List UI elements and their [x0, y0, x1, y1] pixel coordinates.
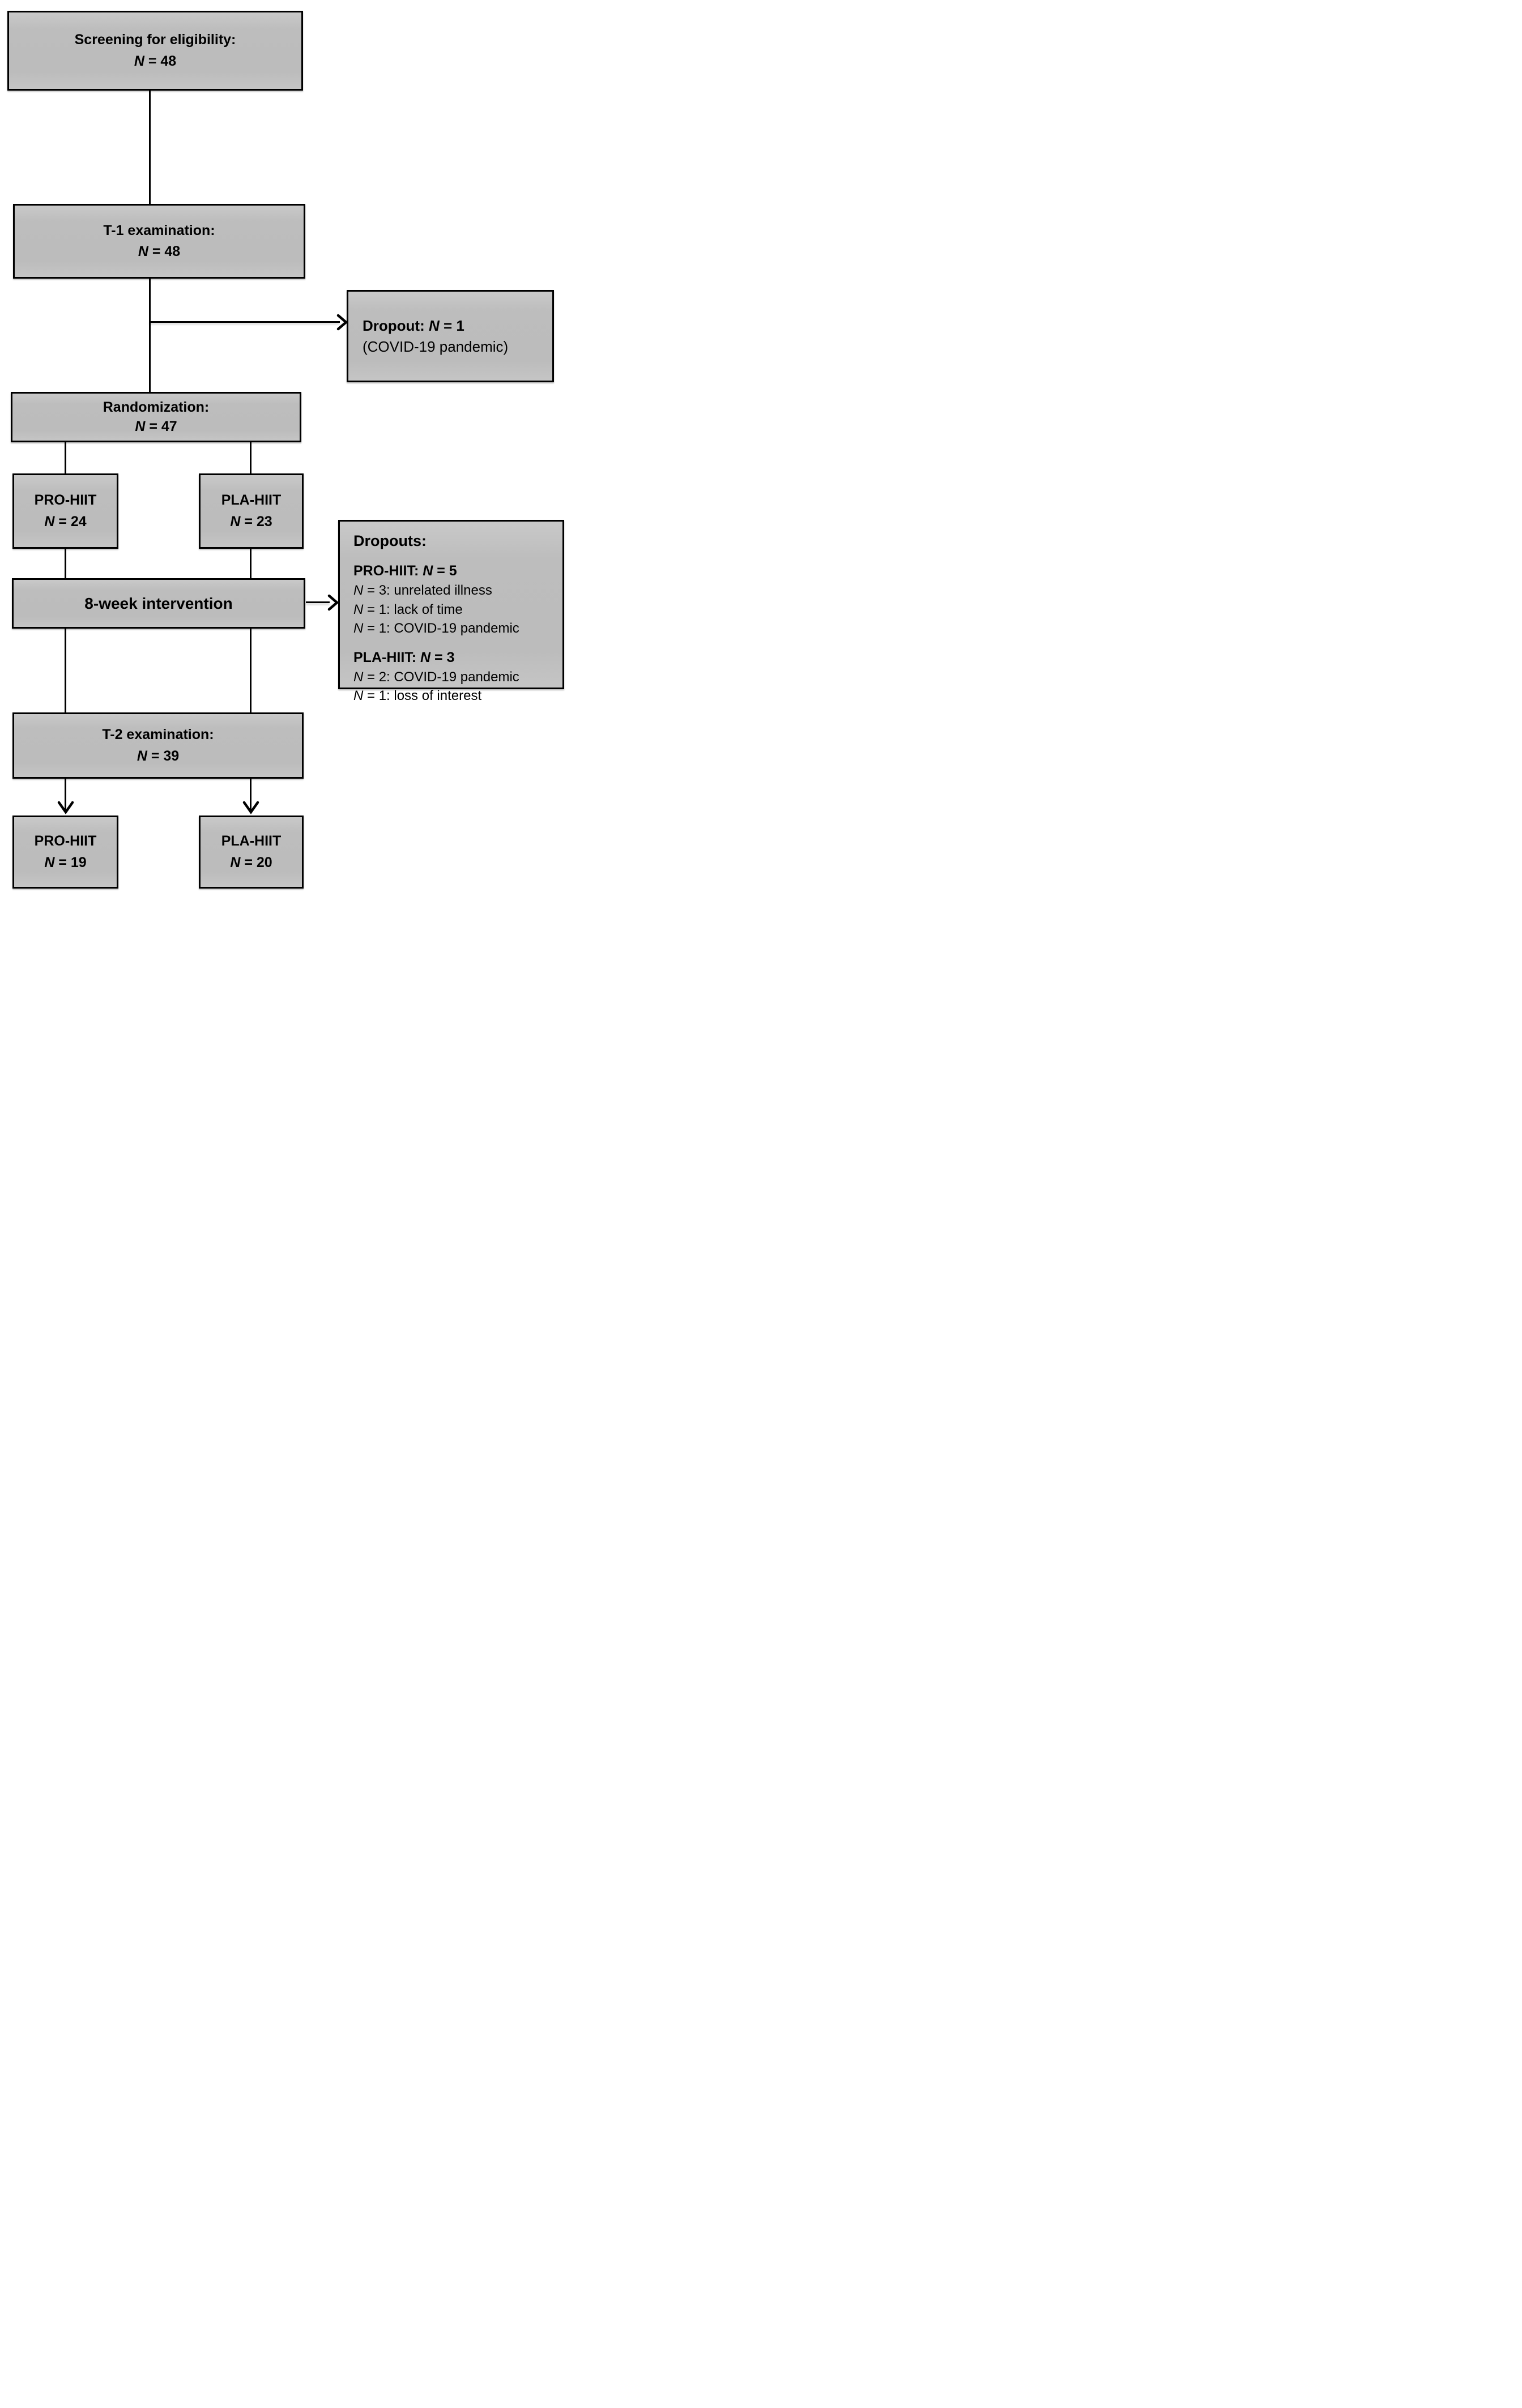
- dropouts-pro-item: N = 1: lack of time: [353, 601, 463, 617]
- connector-to-dropouts-box: [306, 601, 330, 603]
- pro-arm-title: PRO-HIIT: [34, 492, 97, 508]
- dropouts-pla-item: N = 2: COVID-19 pandemic: [353, 669, 519, 685]
- pro-final-n: N = 19: [44, 854, 87, 870]
- connector-t2-to-pro-final: [65, 778, 66, 813]
- connector-randomization-to-pla: [250, 441, 251, 475]
- pla-arm-n: N = 23: [230, 513, 272, 530]
- dropouts-pro-item: N = 1: COVID-19 pandemic: [353, 620, 519, 636]
- arrow-down-icon: [242, 801, 260, 814]
- connector-intervention-to-t2-right: [250, 629, 251, 714]
- dropout-t1-box: Dropout: N = 1 (COVID-19 pandemic): [347, 290, 554, 382]
- pro-arm-box: PRO-HIIT N = 24: [12, 473, 118, 549]
- connector-t1-to-randomization: [149, 277, 151, 394]
- randomization-box: Randomization: N = 47: [11, 392, 301, 442]
- connector-randomization-to-pro: [65, 441, 66, 475]
- t1-title: T-1 examination:: [103, 222, 215, 238]
- intervention-title: 8-week intervention: [84, 594, 233, 612]
- connector-t2-to-pla-final: [250, 778, 251, 813]
- dropouts-pro-item: N = 3: unrelated illness: [353, 583, 492, 599]
- dropouts-box: Dropouts: PRO-HIIT: N = 5 N = 3: unrelat…: [338, 520, 564, 703]
- t1-examination-box: T-1 examination: N = 48: [13, 204, 305, 279]
- pla-final-title: PLA-HIIT: [221, 833, 282, 849]
- dropouts-pla-title: PLA-HIIT: N = 3: [353, 649, 455, 665]
- pla-arm-box: PLA-HIIT N = 23: [199, 473, 304, 549]
- pla-final-box: PLA-HIIT N = 20: [199, 816, 304, 889]
- screening-box: Screening for eligibility: N = 48: [7, 11, 303, 91]
- connector-intervention-to-t2-left: [65, 629, 66, 714]
- dropout-t1-line2: (COVID-19 pandemic): [363, 338, 509, 355]
- dropout-t1-line1: Dropout: N = 1: [363, 317, 464, 335]
- screening-n: N = 48: [134, 53, 177, 69]
- dropouts-pla-item: N = 1: loss of interest: [353, 688, 482, 703]
- participant-flow-diagram: Screening for eligibility: N = 48 T-1 ex…: [0, 0, 570, 903]
- t2-examination-box: T-2 examination: N = 39: [12, 712, 304, 779]
- dropouts-pla-group: PLA-HIIT: N = 3 N = 2: COVID-19 pandemic…: [353, 648, 519, 705]
- connector-screening-to-t1: [149, 89, 151, 206]
- pro-final-box: PRO-HIIT N = 19: [12, 816, 118, 889]
- connector-pla-to-intervention: [250, 548, 251, 578]
- t1-n: N = 48: [138, 244, 181, 259]
- t2-n: N = 39: [137, 748, 180, 764]
- t2-title: T-2 examination:: [102, 727, 214, 742]
- connector-to-dropout-box: [150, 321, 340, 323]
- pro-arm-n: N = 24: [44, 513, 87, 530]
- arrow-down-icon: [57, 801, 75, 814]
- dropouts-pro-group: PRO-HIIT: N = 5 N = 3: unrelated illness…: [353, 561, 519, 637]
- arrow-right-icon: [336, 313, 348, 331]
- randomization-title: Randomization:: [103, 399, 210, 415]
- pla-final-n: N = 20: [230, 854, 272, 870]
- screening-title: Screening for eligibility:: [74, 32, 236, 48]
- pla-arm-title: PLA-HIIT: [221, 492, 282, 508]
- randomization-n: N = 47: [135, 418, 177, 434]
- dropouts-pro-title: PRO-HIIT: N = 5: [353, 563, 457, 579]
- connector-pro-to-intervention: [65, 548, 66, 578]
- arrow-right-icon: [327, 594, 339, 612]
- dropouts-heading: Dropouts:: [353, 532, 427, 549]
- pro-final-title: PRO-HIIT: [34, 833, 97, 849]
- intervention-box: 8-week intervention: [12, 578, 305, 629]
